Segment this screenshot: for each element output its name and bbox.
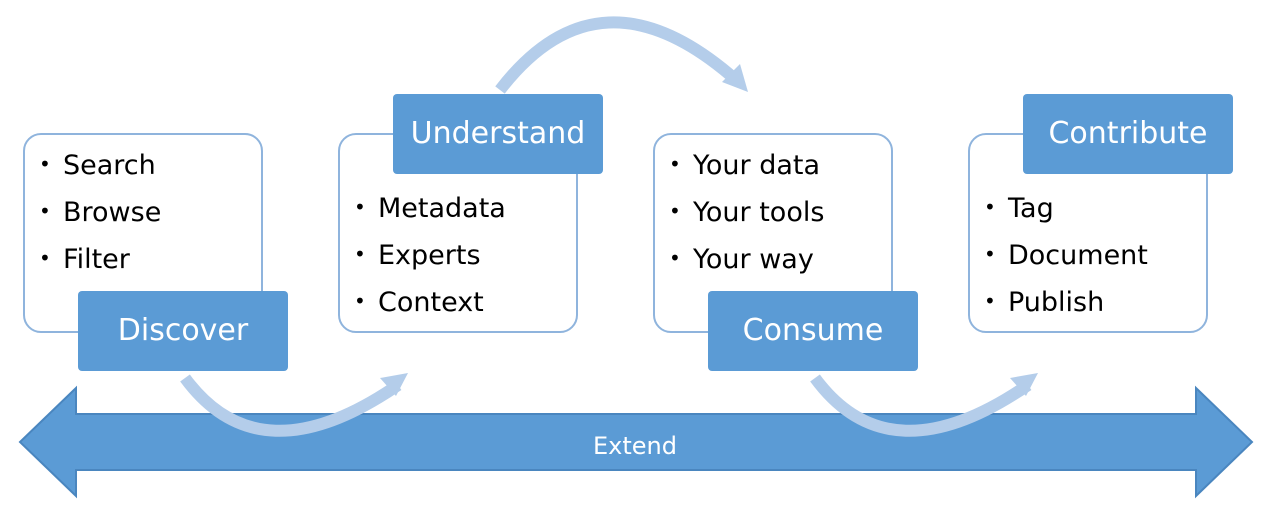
- consume-item: •Your data: [669, 150, 821, 181]
- discover-item: •Search: [39, 150, 156, 181]
- bullet-icon: •: [39, 152, 51, 176]
- arc-arrowhead-2: [722, 64, 748, 92]
- consume-label: Consume: [708, 291, 918, 371]
- contribute-item: •Publish: [984, 287, 1105, 318]
- bullet-icon: •: [669, 199, 681, 223]
- bullet-icon: •: [984, 195, 996, 219]
- bullet-icon: •: [984, 242, 996, 266]
- arc-arrowhead-1: [380, 373, 408, 396]
- bullet-icon: •: [354, 195, 366, 219]
- understand-item: •Metadata: [354, 193, 506, 224]
- bullet-icon: •: [39, 246, 51, 270]
- bullet-icon: •: [669, 152, 681, 176]
- extend-label: Extend: [593, 432, 677, 460]
- contribute-item: •Document: [984, 240, 1148, 271]
- extend-double-arrow: [18, 385, 1254, 499]
- arc-arrow-consume-to-contribute: [810, 374, 1032, 437]
- bullet-icon: •: [669, 246, 681, 270]
- discover-item: •Browse: [39, 197, 162, 228]
- arc-arrowhead-3: [1010, 373, 1038, 396]
- understand-item: •Experts: [354, 240, 481, 271]
- discover-label: Discover: [78, 291, 288, 371]
- consume-item: •Your tools: [669, 197, 825, 228]
- discover-item: •Filter: [39, 244, 130, 275]
- understand-item: •Context: [354, 287, 484, 318]
- understand-label: Understand: [393, 94, 603, 174]
- bullet-icon: •: [984, 289, 996, 313]
- bullet-icon: •: [354, 289, 366, 313]
- contribute-item: •Tag: [984, 193, 1054, 224]
- arc-arrow-discover-to-understand: [180, 374, 402, 437]
- consume-item: •Your way: [669, 244, 814, 275]
- contribute-label: Contribute: [1023, 94, 1233, 174]
- bullet-icon: •: [39, 199, 51, 223]
- arc-arrow-understand-to-consume: [495, 16, 740, 94]
- bullet-icon: •: [354, 242, 366, 266]
